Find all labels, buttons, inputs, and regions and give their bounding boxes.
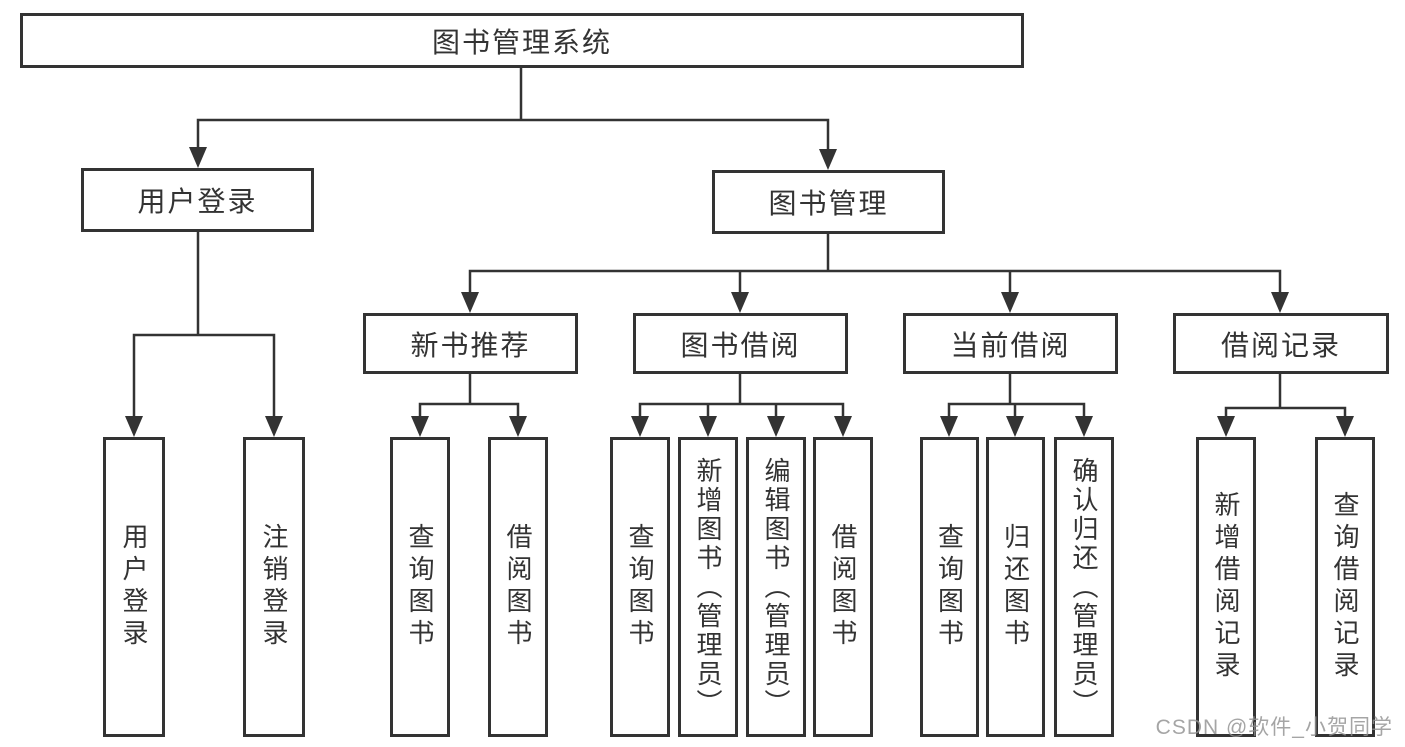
leaf-current-query-books-label: 查询图书: [934, 523, 965, 651]
leaf-records-query-record-label: 查询借阅记录: [1330, 491, 1360, 683]
node-root: 图书管理系统: [20, 13, 1024, 68]
node-book-management: 图书管理: [712, 170, 945, 234]
leaf-borrow-add-books-admin: 新增图书（管理员）: [678, 437, 738, 737]
leaf-logout-label: 注销登录: [259, 523, 289, 651]
elbow-connectors: [132, 66, 1347, 418]
leaf-borrow-query-books-label: 查询图书: [625, 523, 655, 651]
leaf-current-query-books: 查询图书: [920, 437, 979, 737]
leaf-borrow-borrow-books: 借阅图书: [813, 437, 873, 737]
leaf-borrow-query-books: 查询图书: [610, 437, 670, 737]
node-user-login: 用户登录: [81, 168, 314, 232]
arrowheads: [125, 147, 1354, 437]
leaf-records-add-record-label: 新增借阅记录: [1211, 491, 1241, 683]
leaf-recommend-borrow-books: 借阅图书: [488, 437, 548, 737]
leaf-recommend-borrow-books-label: 借阅图书: [503, 523, 533, 651]
leaf-records-add-record: 新增借阅记录: [1196, 437, 1256, 737]
leaf-current-return-books-label: 归还图书: [1000, 523, 1031, 651]
node-new-book-recommend: 新书推荐: [363, 313, 578, 374]
leaf-borrow-add-books-admin-label: 新增图书（管理员）: [693, 456, 723, 718]
node-borrow-records: 借阅记录: [1173, 313, 1389, 374]
leaf-current-confirm-return-admin: 确认归还（管理员）: [1054, 437, 1114, 737]
node-book-borrow: 图书借阅: [633, 313, 848, 374]
leaf-recommend-query-books: 查询图书: [390, 437, 450, 737]
leaf-user-login: 用户登录: [103, 437, 165, 737]
node-current-borrow: 当前借阅: [903, 313, 1118, 374]
leaf-current-return-books: 归还图书: [986, 437, 1045, 737]
leaf-logout: 注销登录: [243, 437, 305, 737]
leaf-user-login-label: 用户登录: [119, 523, 149, 651]
leaf-recommend-query-books-label: 查询图书: [405, 523, 435, 651]
leaf-records-query-record: 查询借阅记录: [1315, 437, 1375, 737]
csdn-watermark: CSDN @软件_小贺同学: [1155, 716, 1393, 739]
leaf-borrow-edit-books-admin-label: 编辑图书（管理员）: [761, 456, 791, 718]
leaf-borrow-edit-books-admin: 编辑图书（管理员）: [746, 437, 806, 737]
leaf-borrow-borrow-books-label: 借阅图书: [828, 523, 858, 651]
leaf-current-confirm-return-admin-label: 确认归还（管理员）: [1069, 456, 1099, 718]
